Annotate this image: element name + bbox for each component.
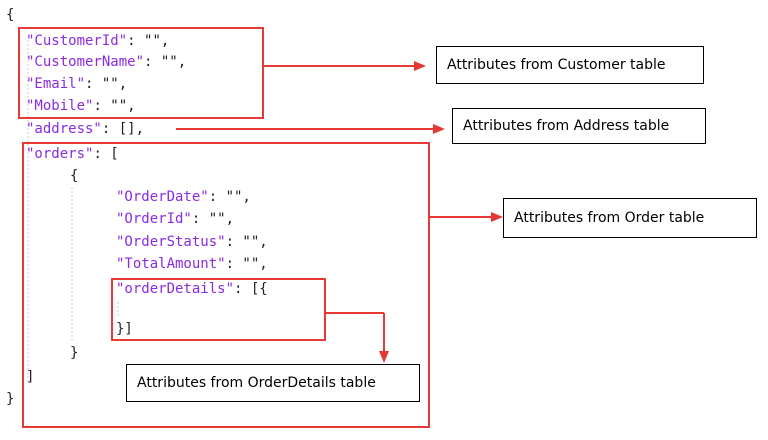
customer-name-rest: : "", [144, 54, 187, 70]
customer-arrow-head [414, 61, 426, 71]
address-key: "address" [26, 121, 102, 137]
address-table-label: Attributes from Address table [452, 108, 706, 144]
order-date-key: "OrderDate" [116, 189, 209, 205]
json-open-brace: { [6, 7, 15, 23]
address-arrow-head [433, 124, 445, 134]
address-rest: : [], [101, 121, 145, 137]
order-table-label: Attributes from Order table [503, 198, 757, 238]
json-line-mobile: "Mobile": "", [26, 96, 136, 116]
order-details-arrow-head [379, 351, 389, 363]
email-key: "Email" [26, 76, 86, 92]
order-details-rest: : [{ [234, 281, 268, 297]
order-details-key: "orderDetails" [116, 281, 235, 297]
order-details-highlight-box [111, 278, 326, 341]
json-line-orders-close-brace: } [70, 345, 79, 361]
orders-key: "orders" [26, 146, 94, 162]
order-id-key: "OrderId" [116, 211, 192, 227]
order-status-key: "OrderStatus" [116, 234, 226, 250]
customer-table-label: Attributes from Customer table [436, 46, 704, 84]
order-details-table-label: Attributes from OrderDetails table [126, 364, 420, 402]
json-close-brace: } [6, 391, 15, 407]
customer-id-rest: : "", [127, 33, 170, 49]
orders-rest: : [ [93, 146, 119, 162]
order-date-rest: : "", [208, 189, 251, 205]
json-line-orders: "orders": [ [26, 144, 119, 164]
json-line-order-date: "OrderDate": "", [116, 187, 251, 207]
email-rest: : "", [85, 76, 128, 92]
total-amount-key: "TotalAmount" [116, 256, 226, 272]
orders-highlight-box [22, 142, 430, 428]
json-line-order-details-close: }] [116, 321, 133, 337]
order-status-rest: : "", [225, 234, 268, 250]
json-line-order-status: "OrderStatus": "", [116, 232, 268, 252]
json-line-total-amount: "TotalAmount": "", [116, 254, 268, 274]
json-line-address: "address": [], [26, 119, 144, 139]
json-line-customer-name: "CustomerName": "", [26, 52, 186, 72]
mobile-key: "Mobile" [26, 98, 94, 114]
customer-id-key: "CustomerId" [26, 33, 128, 49]
json-line-order-id: "OrderId": "", [116, 209, 234, 229]
json-line-orders-close-bracket: ] [26, 369, 35, 385]
mobile-rest: : "", [93, 98, 136, 114]
order-id-rest: : "", [191, 211, 235, 227]
customer-name-key: "CustomerName" [26, 54, 145, 70]
order-arrow-head [491, 212, 503, 222]
customer-highlight-box [18, 27, 264, 119]
json-line-email: "Email": "", [26, 74, 127, 94]
json-line-orders-open: { [70, 168, 79, 184]
json-line-order-details: "orderDetails": [{ [116, 279, 268, 299]
json-line-customer-id: "CustomerId": "", [26, 31, 169, 51]
total-amount-rest: : "", [225, 256, 268, 272]
